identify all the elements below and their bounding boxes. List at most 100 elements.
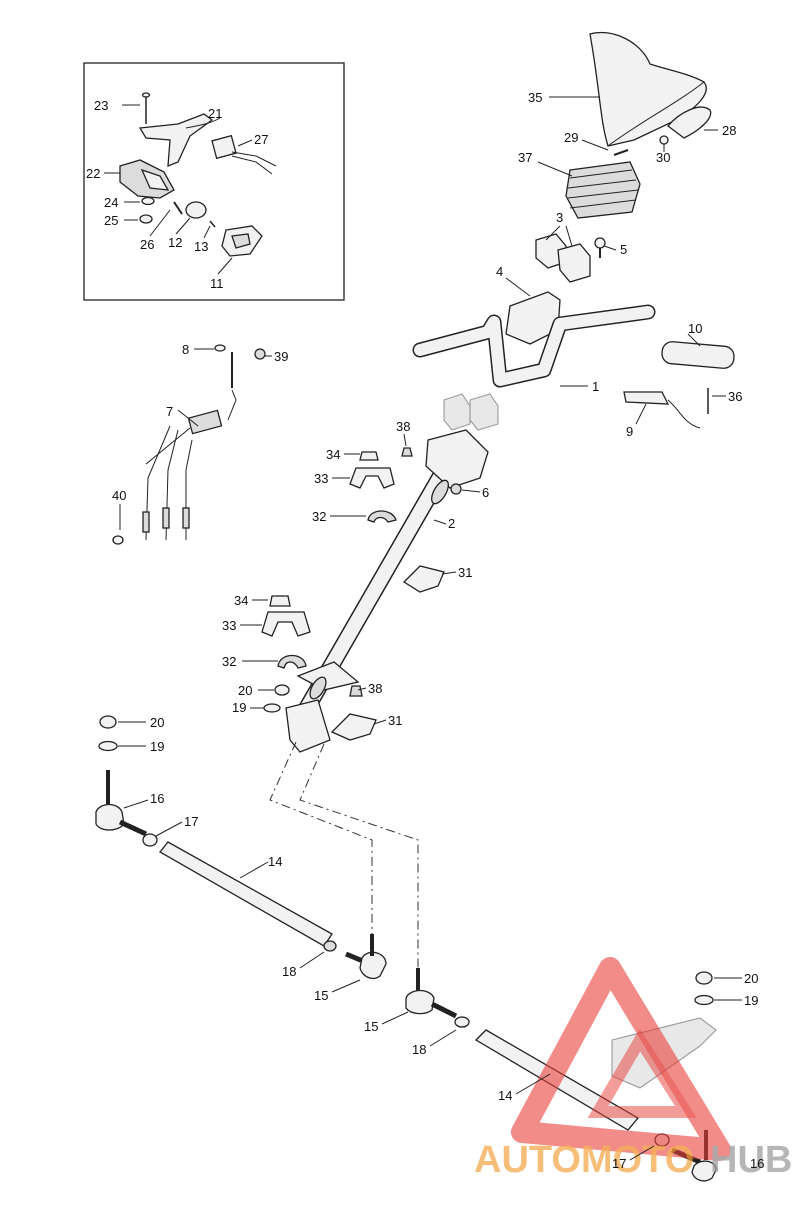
part-34-nut-lower	[269, 595, 291, 607]
part-18-nut-left	[323, 940, 337, 952]
callout-1: 1	[592, 379, 599, 394]
connection-lines	[269, 741, 419, 980]
part-16-rod-end-right	[691, 1160, 717, 1182]
callout-16-right: 16	[750, 1156, 764, 1171]
callout-35: 35	[528, 90, 542, 105]
part-38-nut-upper	[401, 447, 413, 457]
part-9-heater-element	[623, 391, 701, 429]
part-18-nut-right	[454, 1016, 470, 1028]
part-27-switch	[211, 134, 277, 175]
part-15-rod-end-right	[405, 989, 435, 1015]
callout-38-upper: 38	[396, 419, 410, 434]
part-19-washer-mid	[263, 703, 281, 713]
callout-30: 30	[656, 150, 670, 165]
callout-5: 5	[620, 242, 627, 257]
part-32-bushing-upper	[367, 510, 397, 523]
part-20-nut-left	[99, 715, 117, 729]
part-6-nut	[450, 483, 462, 495]
part-40-clip	[112, 535, 124, 545]
callout-13: 13	[194, 239, 208, 254]
callout-21: 21	[208, 106, 222, 121]
callout-15-left: 15	[314, 988, 328, 1003]
callout-36: 36	[728, 389, 742, 404]
part-17-nut-left	[142, 833, 158, 847]
part-23-screw	[141, 92, 151, 124]
lower-flange	[285, 699, 331, 753]
callout-32-lower: 32	[222, 654, 236, 669]
callout-33-lower: 33	[222, 618, 236, 633]
watermark-brand-part1: AUTOMOTO	[474, 1139, 694, 1181]
callout-19-mid: 19	[232, 700, 246, 715]
part-31-holder-lower	[330, 713, 377, 741]
callout-20-mid: 20	[238, 683, 252, 698]
part-12-button	[185, 201, 207, 219]
callout-26: 26	[140, 237, 154, 252]
callout-17-left: 17	[184, 814, 198, 829]
part-5-bolt	[594, 237, 606, 258]
watermark-brand-part2: HUB	[710, 1139, 792, 1181]
callout-3: 3	[556, 210, 563, 225]
callout-2: 2	[448, 516, 455, 531]
part-33-clamp-lower	[261, 611, 311, 637]
callout-7: 7	[166, 404, 173, 419]
tie-rod-left	[95, 715, 387, 980]
part-8-clip	[214, 344, 226, 352]
leader-lines	[104, 96, 742, 1161]
callout-38-lower: 38	[368, 681, 382, 696]
part-30-clip	[659, 135, 669, 145]
part-32-bushing-lower	[277, 654, 307, 669]
callout-19-right: 19	[744, 993, 758, 1008]
upper-bearing-set	[349, 447, 445, 593]
part-34-nut-upper	[359, 451, 379, 461]
part-13-spring	[209, 220, 216, 228]
callout-14-right: 14	[498, 1088, 512, 1103]
part-2-steering-column	[285, 429, 489, 753]
callout-27: 27	[254, 132, 268, 147]
part-19-washer-right	[694, 994, 714, 1006]
callout-25: 25	[104, 213, 118, 228]
part-21-lever	[138, 113, 214, 167]
callout-18-left: 18	[282, 964, 296, 979]
part-7-cable-assembly	[142, 352, 237, 541]
callout-28: 28	[722, 123, 736, 138]
part-10-grip	[661, 341, 735, 369]
callout-17-right: 17	[612, 1156, 626, 1171]
callout-34-lower: 34	[234, 593, 248, 608]
inset-throttle-assembly	[83, 62, 345, 301]
part-16-rod-end-left	[95, 803, 125, 831]
callout-20-left: 20	[150, 715, 164, 730]
part-26-pin	[173, 201, 183, 215]
callout-14-left: 14	[268, 854, 282, 869]
callout-23: 23	[94, 98, 108, 113]
callout-11: 11	[210, 276, 224, 291]
part-24-washer	[141, 196, 155, 206]
callout-33-upper: 33	[314, 471, 328, 486]
callout-39: 39	[274, 349, 288, 364]
automotohub-watermark: AUTOMOTO HUB	[474, 957, 792, 1181]
callout-22: 22	[86, 166, 100, 181]
callout-10: 10	[688, 321, 702, 336]
callout-19-left: 19	[150, 739, 164, 754]
part-38-nut-lower	[349, 685, 363, 697]
part-3-clamps	[535, 233, 591, 283]
callout-12: 12	[168, 235, 182, 250]
part-28-grip-cover	[667, 106, 712, 139]
part-20-nut-right	[695, 971, 713, 985]
part-19-washer-left	[98, 740, 118, 752]
callout-16-left: 16	[150, 791, 164, 806]
callout-24: 24	[104, 195, 118, 210]
part-31-holder-upper	[402, 565, 445, 593]
callout-31-upper: 31	[458, 565, 472, 580]
callout-labels: 23 21 27 22 24 25 26 12 13 11 35 28 29 3…	[86, 90, 764, 1171]
part-14-tie-rod-left	[159, 841, 333, 947]
part-15-rod-end-left	[359, 951, 387, 980]
part-20-nut-mid	[274, 684, 290, 696]
callout-20-right: 20	[744, 971, 758, 986]
part-39-grommet	[254, 348, 266, 360]
callout-40: 40	[112, 488, 126, 503]
callout-18-right: 18	[412, 1042, 426, 1057]
watermark-triangle-red	[511, 957, 731, 1161]
callout-31-lower: 31	[388, 713, 402, 728]
callout-4: 4	[496, 264, 503, 279]
